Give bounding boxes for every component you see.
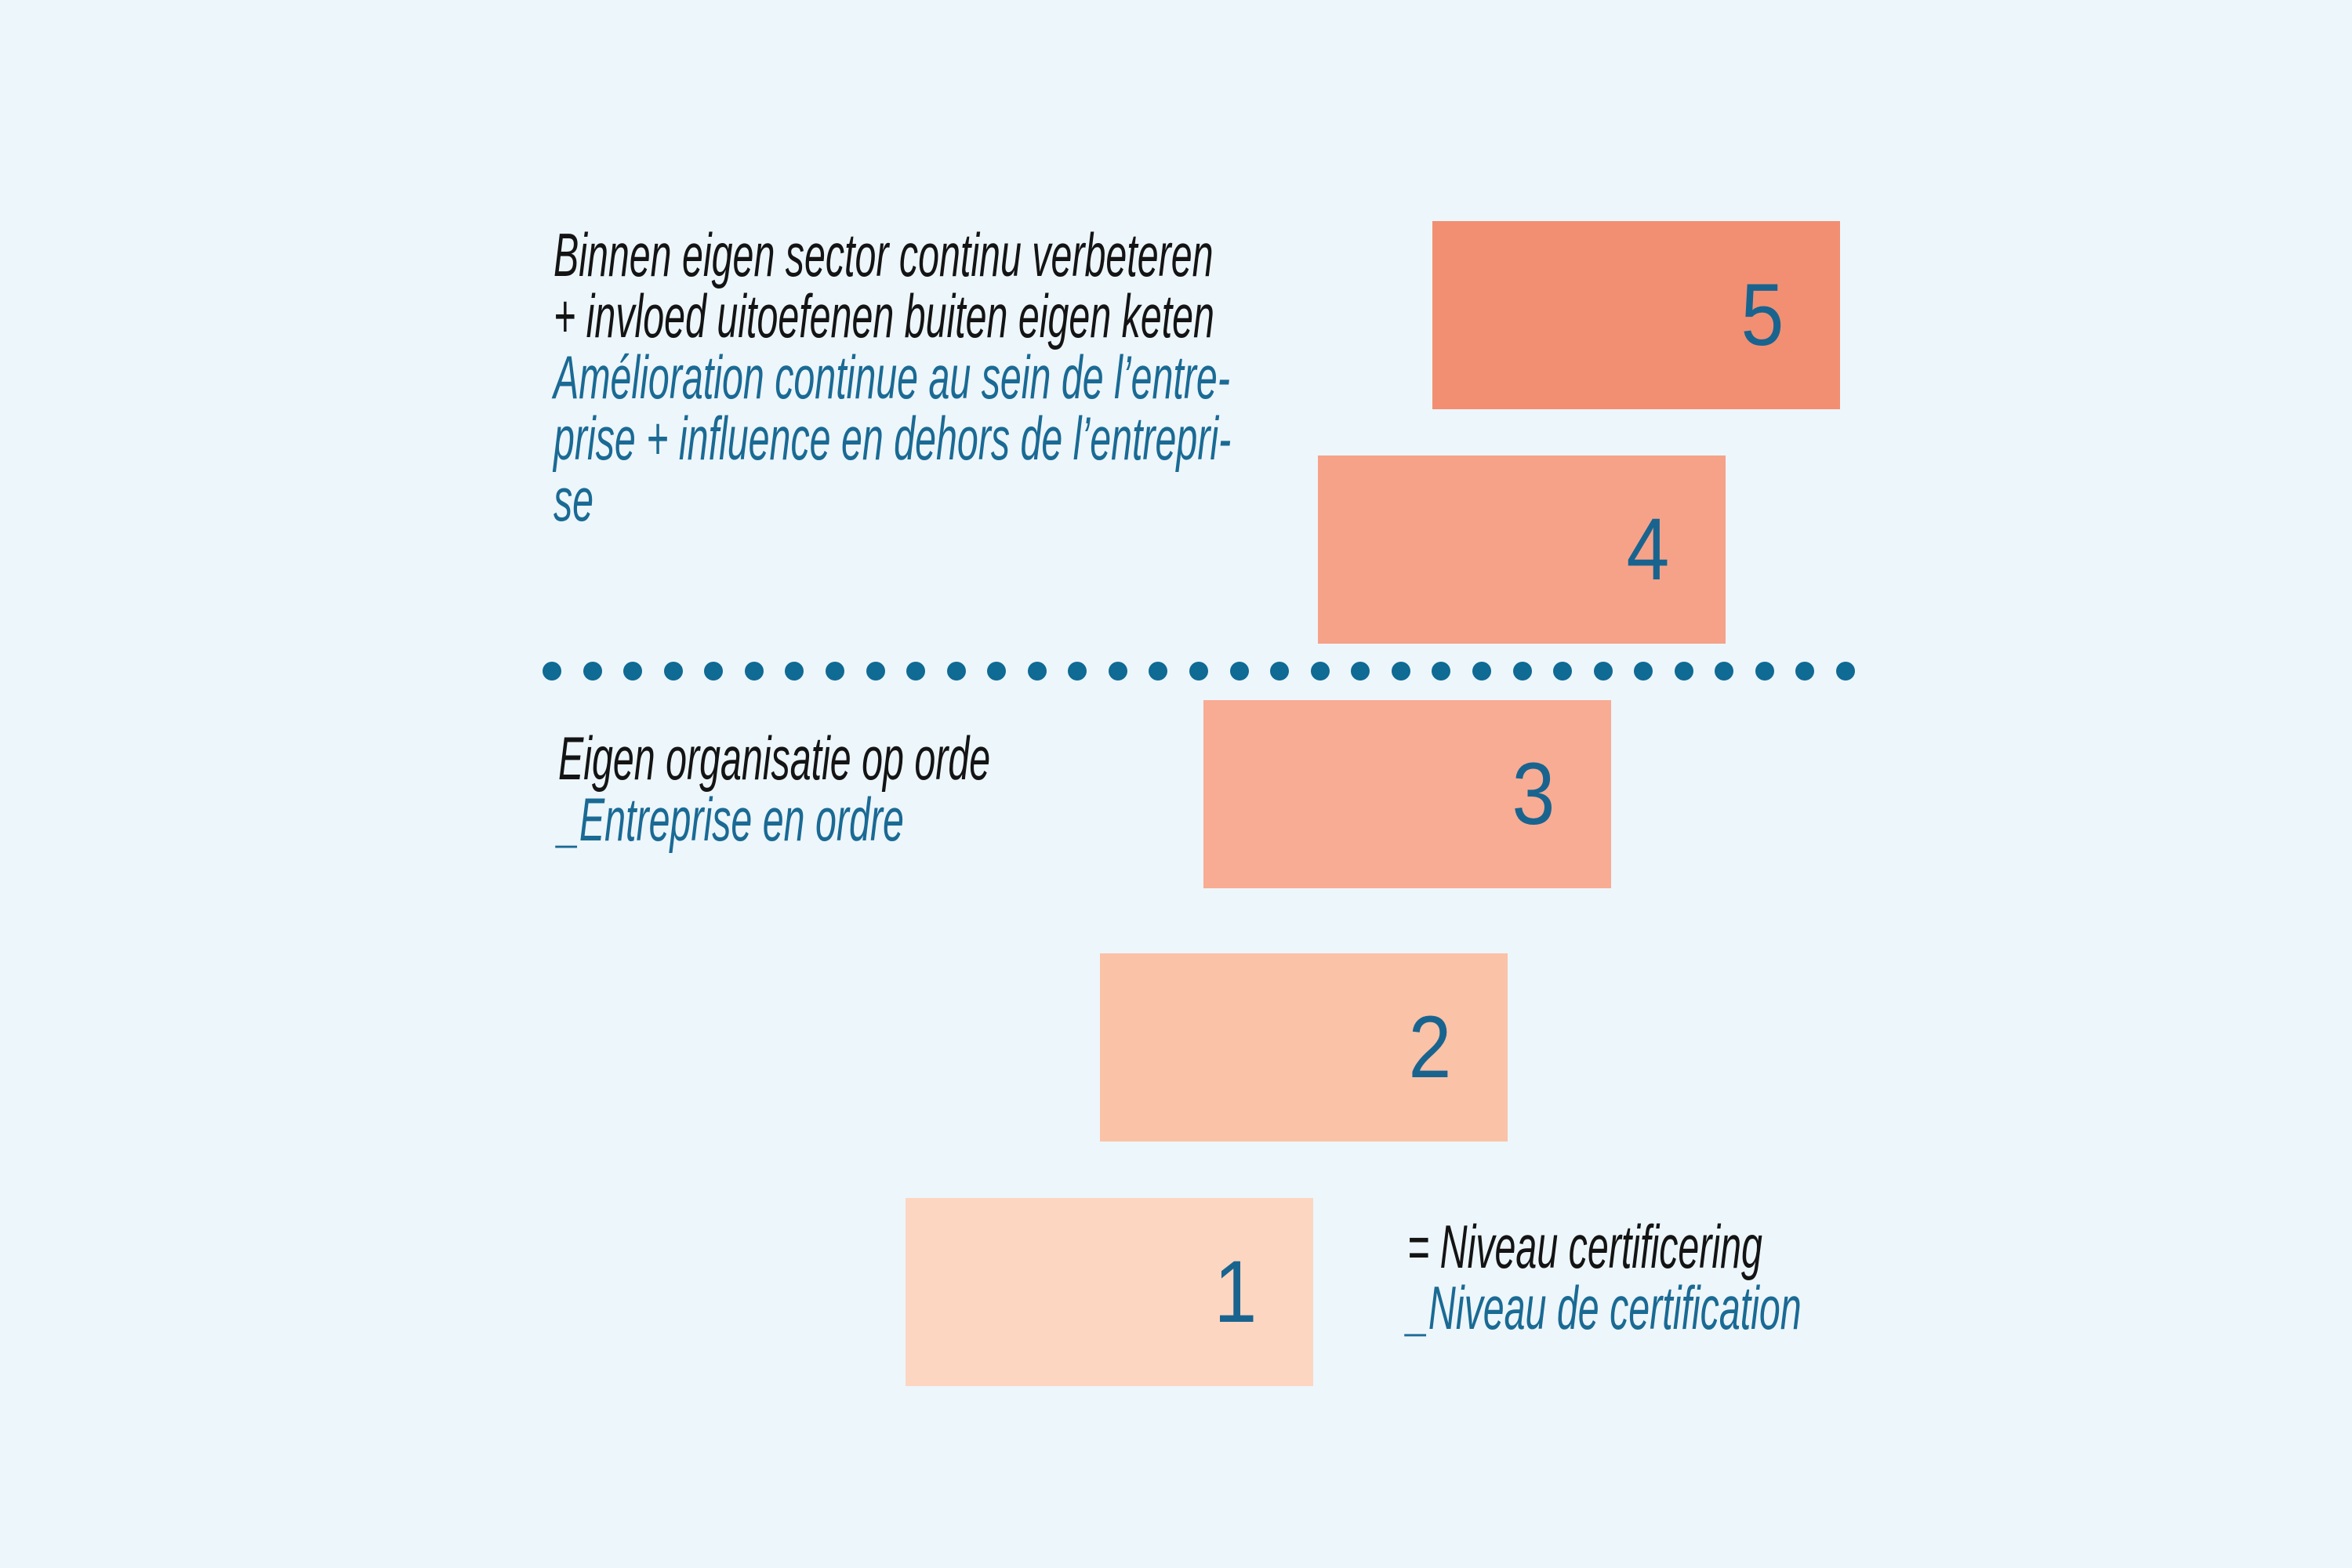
top-caption-fr-line-1: Amélioration continue au sein de l’entre… — [554, 347, 1646, 408]
divider-dot — [1795, 662, 1815, 681]
dotted-divider — [543, 662, 1855, 681]
divider-dot — [825, 662, 844, 681]
top-caption-fr-line-3: se — [554, 469, 1646, 530]
divider-dot — [543, 662, 561, 681]
divider-dot — [1755, 662, 1774, 681]
divider-dot — [1310, 662, 1330, 681]
divider-dot — [1068, 662, 1087, 681]
legend: = Niveau certificering _Niveau de certif… — [1407, 1216, 2043, 1338]
mid-caption-fr-text: _Entreprise en ordre — [558, 785, 904, 854]
top-caption-nl-line-2: + invloed uitoefenen buiten eigen keten — [554, 285, 1646, 347]
divider-dot — [1553, 662, 1573, 681]
mid-caption-fr-line: _Entreprise en ordre — [558, 789, 1255, 850]
legend-fr-text: _Niveau de certification — [1407, 1273, 1802, 1342]
level-number-2: 2 — [1408, 998, 1451, 1096]
level-number-3: 3 — [1512, 745, 1555, 843]
legend-nl-text: = Niveau certificering — [1407, 1212, 1762, 1281]
divider-dot — [1715, 662, 1734, 681]
level-block-4: 4 — [1318, 456, 1726, 644]
divider-dot — [704, 662, 724, 681]
top-caption-nl-line-2-text: + invloed uitoefenen buiten eigen keten — [554, 281, 1214, 350]
top-caption: Binnen eigen sector continu verbeteren +… — [554, 224, 1646, 530]
legend-nl-line: = Niveau certificering — [1407, 1216, 2043, 1277]
top-caption-fr-line-2: prise + influence en dehors de l’entrepr… — [554, 408, 1646, 469]
divider-dot — [1108, 662, 1127, 681]
divider-dot — [1593, 662, 1613, 681]
divider-dot — [785, 662, 804, 681]
level-number-4: 4 — [1626, 500, 1669, 598]
top-caption-fr-line-2-text: prise + influence en dehors de l’entrepr… — [554, 404, 1232, 473]
legend-fr-line: _Niveau de certification — [1407, 1277, 2043, 1338]
divider-dot — [866, 662, 885, 681]
divider-dot — [1836, 662, 1855, 681]
divider-dot — [1149, 662, 1168, 681]
level-block-1: 1 — [906, 1198, 1313, 1386]
divider-dot — [906, 662, 926, 681]
top-caption-fr-line-1-text: Amélioration continue au sein de l’entre… — [554, 343, 1230, 412]
level-number-5: 5 — [1740, 266, 1784, 364]
divider-dot — [623, 662, 643, 681]
divider-dot — [583, 662, 602, 681]
divider-dot — [1351, 662, 1370, 681]
top-caption-nl-line-1-text: Binnen eigen sector continu verbeteren — [554, 220, 1214, 289]
divider-dot — [1472, 662, 1491, 681]
level-number-1: 1 — [1214, 1243, 1257, 1341]
top-caption-nl-line-1: Binnen eigen sector continu verbeteren — [554, 224, 1646, 285]
level-block-5: 5 — [1432, 221, 1840, 409]
divider-dot — [1391, 662, 1410, 681]
mid-caption-nl-line: Eigen organisatie op orde — [558, 728, 1255, 789]
divider-dot — [663, 662, 683, 681]
divider-dot — [1674, 662, 1693, 681]
divider-dot — [1229, 662, 1249, 681]
level-block-3: 3 — [1203, 700, 1611, 888]
divider-dot — [946, 662, 966, 681]
mid-caption-nl-text: Eigen organisatie op orde — [558, 724, 991, 793]
mid-caption: Eigen organisatie op orde _Entreprise en… — [558, 728, 1255, 850]
divider-dot — [744, 662, 764, 681]
divider-dot — [1432, 662, 1451, 681]
divider-dot — [1634, 662, 1653, 681]
divider-dot — [987, 662, 1007, 681]
level-block-2: 2 — [1100, 953, 1508, 1142]
divider-dot — [1189, 662, 1208, 681]
divider-dot — [1512, 662, 1532, 681]
top-caption-fr-line-3-text: se — [554, 465, 594, 534]
divider-dot — [1270, 662, 1290, 681]
divider-dot — [1027, 662, 1047, 681]
